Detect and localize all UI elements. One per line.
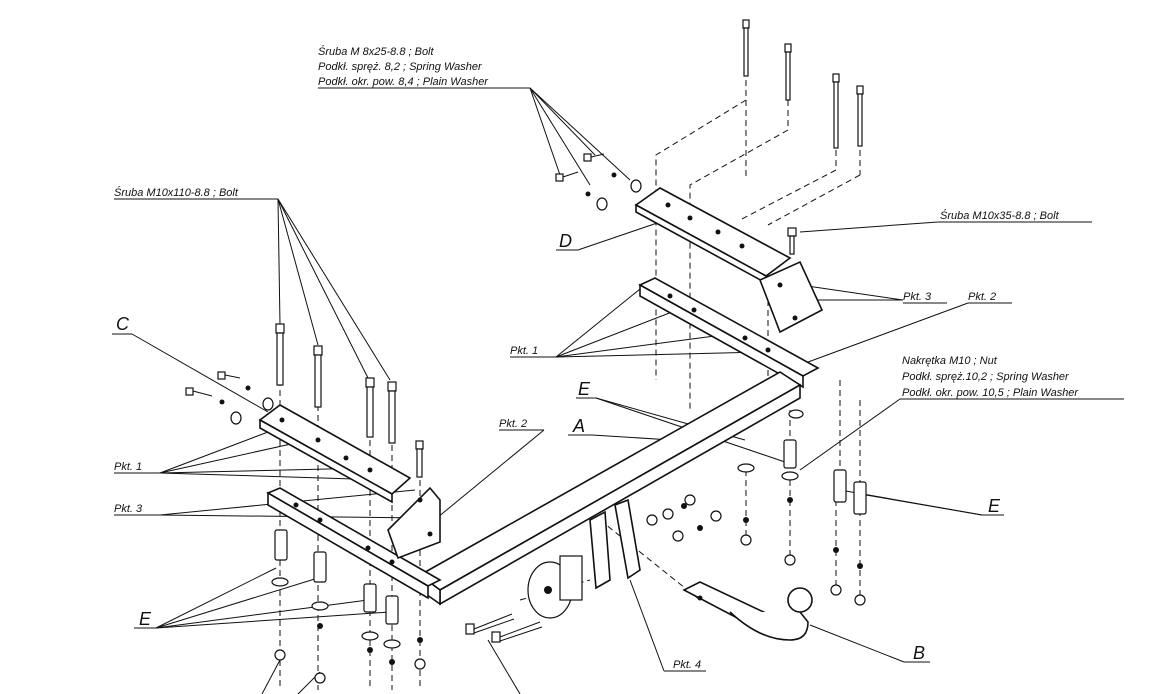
left-bracket xyxy=(387,486,441,560)
label-bolt-m10x110: Śruba M10x110-8.8 ; Bolt xyxy=(114,186,239,199)
label-pkt1-right: Pkt. 1 xyxy=(510,345,538,357)
label-nut-m10: Nakrętka M10 ; Nut xyxy=(902,355,998,367)
plate-d xyxy=(634,187,792,285)
label-letter-d: D xyxy=(559,231,572,251)
right-bracket xyxy=(758,260,824,334)
label-pkt4: Pkt. 4 xyxy=(673,659,701,671)
label-plain-washer-8-4: Podkł. okr. pow. 8,4 ; Plain Washer xyxy=(318,76,489,88)
tow-mount xyxy=(527,498,641,619)
label-pkt2-right: Pkt. 2 xyxy=(968,291,996,303)
label-spring-washer-8-2: Podkł. spręż. 8,2 ; Spring Washer xyxy=(318,61,483,73)
label-spring-washer-10-2: Podkł. spręż.10,2 ; Spring Washer xyxy=(902,371,1070,383)
vertical-bolts xyxy=(275,19,864,478)
label-letter-b: B xyxy=(913,643,925,663)
label-letter-e-left: E xyxy=(139,609,152,629)
plate-c xyxy=(258,404,412,504)
label-letter-a: A xyxy=(572,416,585,436)
label-pkt3-left: Pkt. 3 xyxy=(114,503,143,515)
towball-b xyxy=(682,581,813,641)
label-plain-washer-10-5: Podkł. okr. pow. 10,5 ; Plain Washer xyxy=(902,387,1079,399)
label-underlines xyxy=(112,87,1124,672)
label-bolt-m10x35: Śruba M10x35-8.8 ; Bolt xyxy=(940,209,1060,222)
label-pkt1-left: Pkt. 1 xyxy=(114,461,142,473)
label-letter-c: C xyxy=(116,314,130,334)
label-letter-e-top: E xyxy=(578,379,591,399)
washers-nuts xyxy=(219,172,867,684)
callout-labels: Śruba M 8x25-8.8 ; Bolt Podkł. spręż. 8,… xyxy=(114,45,1079,671)
label-pkt3-right: Pkt. 3 xyxy=(903,291,932,303)
label-bolt-m8: Śruba M 8x25-8.8 ; Bolt xyxy=(318,45,435,58)
label-pkt2-left: Pkt. 2 xyxy=(499,418,527,430)
label-letter-e-right: E xyxy=(988,496,1001,516)
horizontal-bolts xyxy=(185,153,605,643)
crossbar-a xyxy=(266,277,820,606)
